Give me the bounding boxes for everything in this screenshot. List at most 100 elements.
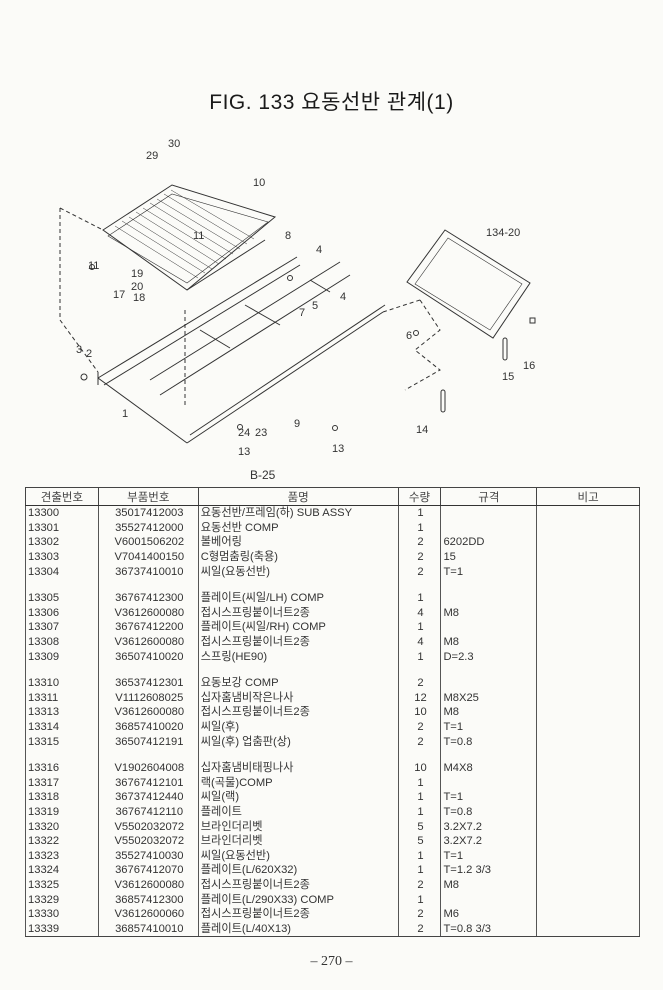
spec-cell: 3.2X7.2 [440, 833, 538, 849]
index-no-cell: 13318 [25, 790, 99, 805]
part-name-cell: 씨일(후) 업춤판(상) [197, 734, 399, 749]
remarks-cell [536, 790, 640, 805]
index-no-cell: 13320 [25, 819, 99, 834]
part-name-cell: 랙(곡물)COMP [197, 775, 399, 791]
part-no-cell: V3612600060 [97, 906, 199, 922]
quantity-cell: 2 [397, 675, 442, 691]
quantity-cell: 4 [397, 634, 442, 650]
spec-cell: M4X8 [440, 760, 538, 776]
part-no-cell: 35527412000 [97, 520, 199, 536]
spec-cell [440, 505, 538, 521]
spec-cell: M8 [440, 877, 538, 893]
remarks-cell [536, 590, 640, 606]
remarks-cell [536, 675, 640, 691]
remarks-cell [536, 549, 640, 565]
header-part-name: 품명 [197, 487, 399, 506]
part-name-cell: 볼베어링 [197, 535, 399, 550]
remarks-cell [536, 505, 640, 521]
header-part-no: 부품번호 [97, 487, 199, 506]
spec-cell: T=0.8 3/3 [440, 921, 538, 938]
callout-label: 15 [502, 371, 515, 383]
quantity-cell: 2 [397, 921, 442, 938]
quantity-cell: 1 [397, 863, 442, 878]
part-no-cell: 36857410020 [97, 719, 199, 735]
callout-label: 29 [146, 150, 159, 162]
part-no-cell: 36857412300 [97, 892, 199, 907]
right-tray [382, 229, 531, 391]
spacer-cell [25, 748, 99, 761]
spec-cell [440, 520, 538, 536]
remarks-cell [536, 605, 640, 621]
spacer-cell [536, 578, 640, 591]
part-name-cell: 접시스프링붙이너트2종 [197, 906, 399, 922]
spec-cell: M6 [440, 906, 538, 922]
spec-cell [440, 590, 538, 606]
index-no-cell: 13323 [25, 848, 99, 864]
spec-cell: T=1 [440, 719, 538, 735]
callout-label: 4 [316, 244, 323, 256]
part-no-cell: 36737412440 [97, 790, 199, 805]
spec-cell: M8 [440, 605, 538, 621]
remarks-cell [536, 734, 640, 749]
part-no-cell: 36537412301 [97, 675, 199, 691]
index-no-cell: 13310 [25, 675, 99, 691]
index-no-cell: 13304 [25, 564, 99, 579]
spacer-cell [440, 663, 538, 676]
part-no-cell: 36767412300 [97, 590, 199, 606]
part-name-cell: 접시스프링붙이너트2종 [197, 705, 399, 720]
spec-cell: T=1 [440, 564, 538, 579]
spacer-cell [97, 748, 199, 761]
part-name-cell: 스프링(HE90) [197, 649, 399, 664]
callout-label: 19 [131, 268, 144, 280]
callout-label: 23 [255, 427, 268, 439]
part-name-cell: 브라인더리벳 [197, 833, 399, 849]
part-no-cell: V3612600080 [97, 877, 199, 893]
part-no-cell: 36767412101 [97, 775, 199, 791]
remarks-cell [536, 863, 640, 878]
index-no-cell: 13316 [25, 760, 99, 776]
remarks-cell [536, 620, 640, 635]
quantity-cell: 10 [397, 705, 442, 720]
spacer-cell [25, 578, 99, 591]
spacer-cell [25, 663, 99, 676]
index-no-cell: 13325 [25, 877, 99, 893]
part-name-cell: 십자홈냄비작은나사 [197, 690, 399, 706]
header-quantity: 수량 [397, 487, 442, 506]
spec-cell: D=2.3 [440, 649, 538, 664]
index-no-cell: 13329 [25, 892, 99, 907]
page-number: – 270 – [310, 954, 353, 969]
spacer-cell [197, 663, 399, 676]
part-name-cell: 십자홈냄비태핑나사 [197, 760, 399, 776]
part-no-cell: V6001506202 [97, 535, 199, 550]
part-no-cell: V3612600080 [97, 634, 199, 650]
callout-label: 20 [131, 281, 144, 293]
part-name-cell: 요동보강 COMP [197, 675, 399, 691]
callout-label: 9 [294, 418, 301, 430]
index-no-cell: 13300 [25, 505, 99, 521]
quantity-cell: 1 [397, 790, 442, 805]
spacer-cell [440, 578, 538, 591]
quantity-cell: 2 [397, 734, 442, 749]
index-no-cell: 13339 [25, 921, 99, 938]
callout-label: 2 [86, 348, 93, 360]
callout-label: 134-20 [486, 227, 521, 239]
spacer-cell [536, 663, 640, 676]
spec-cell: T=0.8 [440, 734, 538, 749]
part-no-cell: V5502032072 [97, 833, 199, 849]
spec-cell [440, 775, 538, 791]
quantity-cell: 2 [397, 877, 442, 893]
remarks-cell [536, 564, 640, 579]
spacer-cell [97, 578, 199, 591]
figure-title: FIG. 133 요동선반 관계(1) [209, 91, 454, 114]
spec-cell [440, 675, 538, 691]
part-no-cell: V3612600080 [97, 705, 199, 720]
remarks-cell [536, 921, 640, 938]
callout-label: 7 [299, 307, 306, 319]
